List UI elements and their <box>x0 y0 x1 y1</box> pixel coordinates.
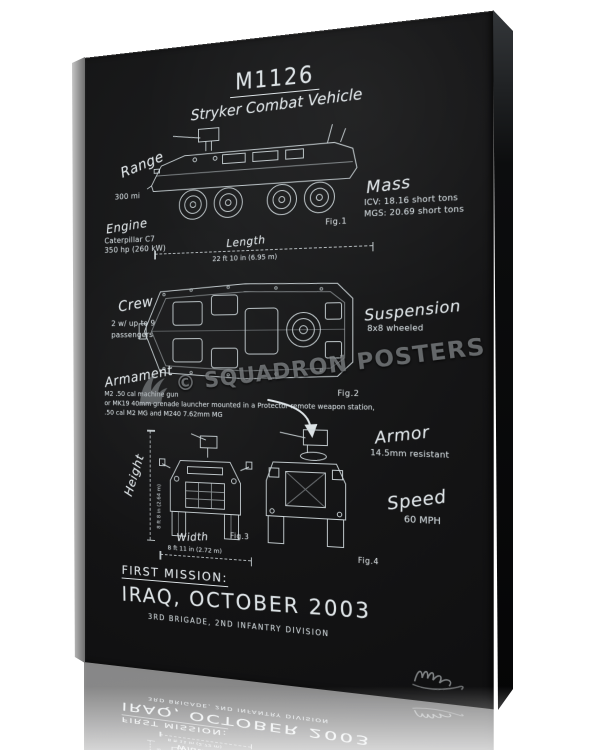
stryker-front-view-drawing <box>159 427 253 546</box>
speed-value: 60 MPH <box>403 514 441 528</box>
range-value: 300 mi <box>114 191 141 202</box>
length-value: 22 ft 10 in (6.95 m) <box>212 252 278 264</box>
speed-label: Speed <box>385 486 449 515</box>
artist-signature-icon <box>410 660 469 696</box>
crew-line2: passengers <box>111 330 154 340</box>
length-label: Length <box>226 233 266 250</box>
canvas-right-edge <box>493 10 513 710</box>
stryker-rear-view-drawing <box>257 424 356 554</box>
width-label: Width <box>176 530 209 544</box>
armor-value: 14.5mm resistant <box>370 447 450 460</box>
armament-line3: .50 cal M2 MG and M240 7.62mm MG <box>104 408 223 419</box>
crew-line1: 2 w/ up to 9 <box>111 318 156 328</box>
mass-label: Mass <box>365 171 412 198</box>
pointer-arrow-icon <box>264 396 318 439</box>
suspension-label: Suspension <box>363 296 462 325</box>
poster-canvas: M1126 Stryker Combat Vehicle <box>84 10 494 710</box>
armor-label: Armor <box>373 421 431 448</box>
width-dimension-line <box>160 553 251 562</box>
fig3-label: Fig.3 <box>230 531 250 542</box>
canvas-left-edge <box>72 57 85 663</box>
height-value: 8 ft 8 in (2.64 m) <box>156 483 163 529</box>
stryker-top-view-drawing <box>137 261 362 399</box>
width-value: 8 ft 11 in (2.72 m) <box>167 543 222 556</box>
poster-canvas-3d: M1126 Stryker Combat Vehicle <box>84 10 494 750</box>
eagle-logo-icon <box>136 371 170 406</box>
fig1-label: Fig.1 <box>325 216 348 227</box>
fig2-label: Fig.2 <box>337 388 360 399</box>
squadron-posters-watermark: © SQUADRON POSTERS <box>133 324 493 410</box>
height-dimension-line <box>149 430 151 540</box>
height-label: Height <box>122 452 148 499</box>
reflection-fade <box>0 686 600 750</box>
fig4-label: Fig.4 <box>357 555 379 567</box>
